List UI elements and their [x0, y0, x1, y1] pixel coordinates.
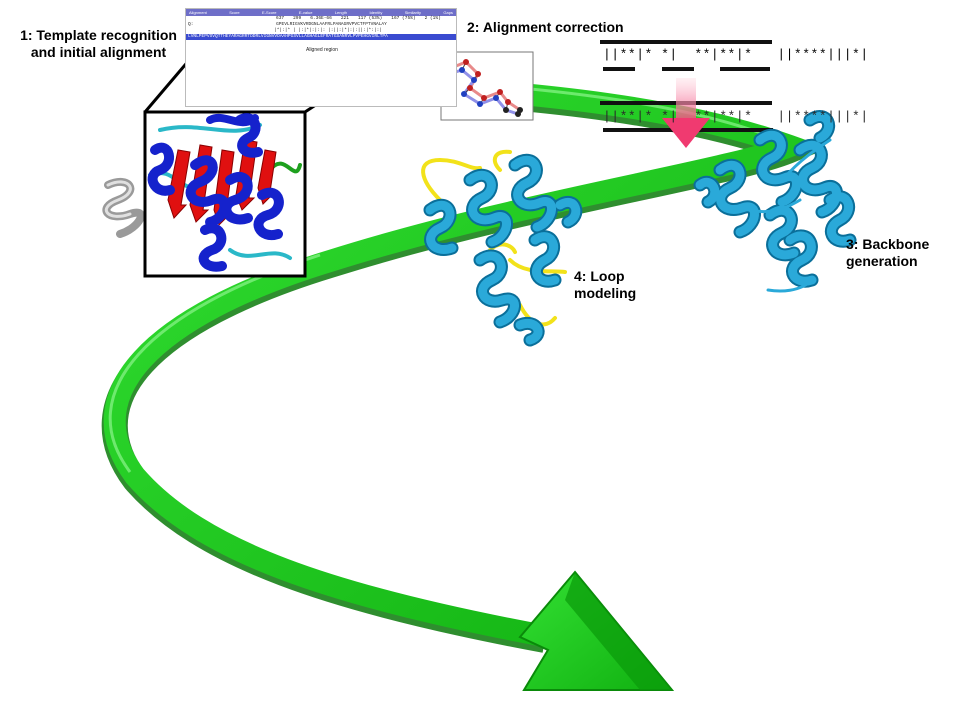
- step1-label: 1: Template recognition and initial alig…: [6, 27, 191, 61]
- alignment-result-panel: Alignment Score E-Score E-value Length I…: [185, 8, 457, 107]
- subject-sequence: LVNLPEPVSVQTTHEYARAGRRTDDRLVIGNVVDAAHPGS…: [188, 34, 388, 39]
- query-sequence: GPEVLRIGVKVRDGNLAAFRLPANAGRVPVCTFPTVNALA…: [276, 22, 387, 27]
- alignment-header-cell: Identity: [369, 10, 383, 15]
- step3-label-line1: 3: Backbone: [846, 236, 930, 252]
- step3-label: 3: Backbone generation: [846, 236, 929, 270]
- step4-label: 4: Loop modeling: [574, 268, 636, 302]
- alignment-header-cell: Score: [229, 10, 240, 15]
- step3-label-line2: generation: [846, 253, 918, 269]
- step1-label-line1: 1: Template recognition: [20, 27, 177, 43]
- alignment-query-row: Q: GPEVLRIGVKVRDGNLAAFRLPANAGRVPVCTFPTVN…: [186, 22, 456, 28]
- alignment-header-cell: Similarity: [404, 10, 421, 15]
- process-arrow-highlight-2: [108, 253, 321, 473]
- backbone-model-icon: [693, 110, 857, 293]
- process-arrow-body: [103, 71, 821, 647]
- alignment-stats-row: 637 299 6.36E-66 221 117 (53%) 167 (75%)…: [186, 16, 456, 22]
- step1-label-line2: and initial alignment: [30, 44, 167, 60]
- step2-label: 2: Alignment correction: [467, 19, 624, 35]
- alignment-stat: 637: [276, 16, 285, 21]
- step4-label-line2: modeling: [574, 285, 637, 301]
- alignment-header-cell: E-Score: [262, 10, 277, 15]
- alignment-subject-row: LVNLPEPVSVQTTHEYARAGRRTDDRLVIGNVVDAAHPGS…: [186, 34, 456, 40]
- alignment-header-cell: Length: [334, 10, 348, 15]
- process-arrow-head-shade: [565, 572, 672, 690]
- alignment-stat: 6.36E-66: [310, 16, 332, 21]
- sequence-rail-top: ||**|* *| **|**|* ||****|||*|: [603, 47, 869, 62]
- alignment-header-cell: Alignment: [189, 10, 207, 15]
- template-structure-icon: [143, 110, 307, 278]
- helix-fragment-icon: [102, 177, 145, 238]
- alignment-header-cell: E-value: [298, 10, 313, 15]
- step4-label-line1: 4: Loop: [574, 268, 625, 284]
- loop-model-icon: [421, 149, 583, 347]
- aligned-region-caption: Aligned region: [306, 47, 338, 53]
- alignment-header-row: Alignment Score E-Score E-value Length I…: [186, 9, 456, 16]
- match-line: |*|:|* | |:|*|:|:|: |:||:|*|:|:||:|*:|:|: [274, 28, 383, 33]
- query-label: Q:: [188, 22, 194, 27]
- alignment-stat: 117 (53%): [357, 16, 383, 21]
- alignment-stat: 2 (1%): [424, 16, 441, 21]
- sequence-rail-bottom: ||**|* *| **|**|* ||****|||*|: [603, 109, 869, 124]
- alignment-stat: 167 (75%): [391, 16, 416, 21]
- down-arrow-pink-icon: [662, 78, 710, 148]
- alignment-match-row: |*|:|* | |:|*|:|:|: |:||:|*|:|:||:|*:|:|: [186, 28, 456, 34]
- alignment-header-cell: Gaps: [443, 10, 453, 15]
- alignment-stat: 299: [293, 16, 302, 21]
- alignment-stat: 221: [340, 16, 349, 21]
